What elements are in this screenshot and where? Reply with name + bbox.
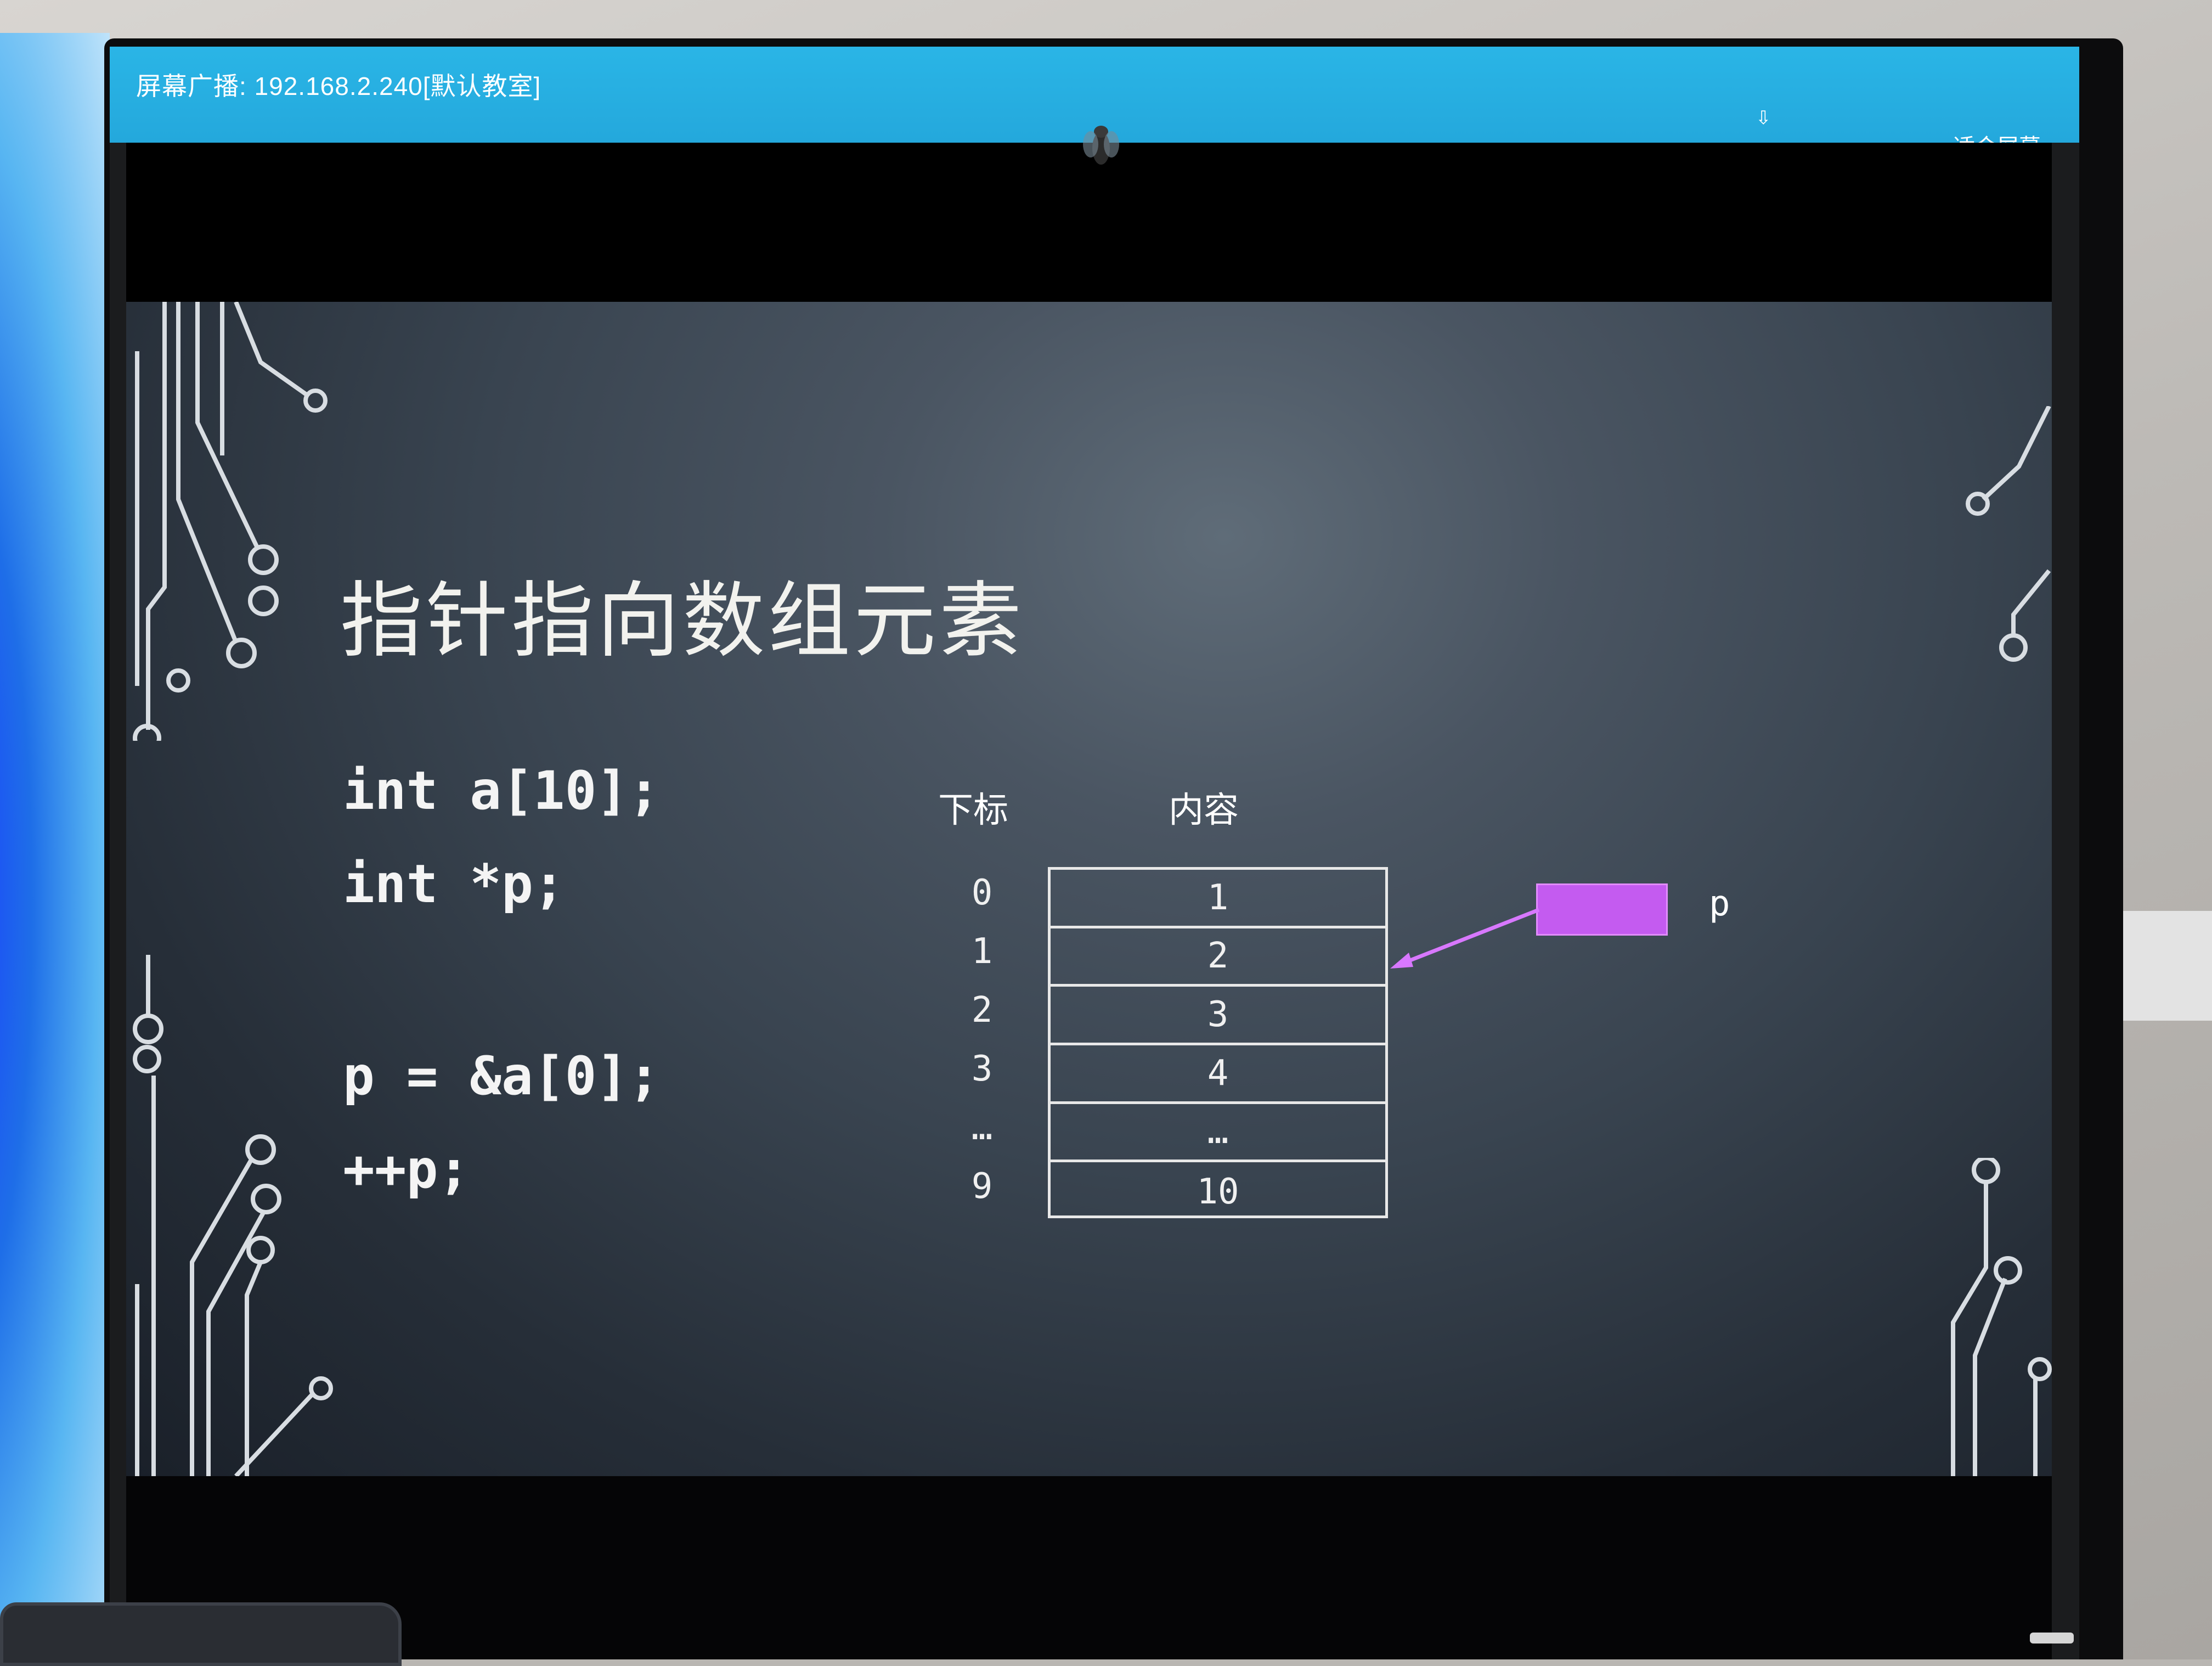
code-line-declare-array: int a[10];: [343, 760, 660, 821]
broadcast-window: 屏幕广播: 192.168.2.240[默认教室] ⇩ 适合屏幕: [110, 47, 2079, 1659]
foreground-device: [0, 1602, 402, 1666]
titlebar[interactable]: 屏幕广播: 192.168.2.240[默认教室] ⇩ 适合屏幕: [110, 47, 2079, 159]
slide-title: 指针指向数组元素: [340, 573, 1025, 669]
index-cell: 2: [971, 990, 993, 1031]
array-cell: 10: [1197, 1171, 1239, 1212]
circuit-decoration-left-top: [133, 302, 328, 741]
circuit-decoration-right-bottom: [1951, 1158, 2052, 1476]
index-column-header: 下标: [938, 790, 1008, 831]
array-cell: 3: [1051, 987, 1385, 1045]
scrollbar[interactable]: [2030, 1633, 2074, 1644]
index-cell: 9: [971, 1166, 993, 1207]
index-cell: …: [971, 1107, 993, 1148]
window-title: 屏幕广播: 192.168.2.240[默认教室]: [136, 72, 541, 100]
code-line-declare-pointer: int *p;: [343, 853, 565, 915]
pointer-arrow: [1390, 908, 1540, 969]
code-line-increment-pointer: ++p;: [343, 1139, 470, 1200]
arrow-down-icon[interactable]: ⇩: [1756, 107, 1771, 129]
pointer-label: p: [1709, 883, 1730, 924]
fly-on-screen: [1083, 126, 1119, 165]
index-cell: 3: [971, 1049, 993, 1089]
array-cell: …: [1051, 1104, 1385, 1163]
circuit-decoration-right-top: [1966, 406, 2051, 662]
index-cell: 1: [971, 931, 993, 972]
slide: 指针指向数组元素 int a[10]; int *p; p = &a[0]; +…: [126, 302, 2052, 1476]
letterbox-bottom: [126, 1476, 2052, 1659]
desktop-wallpaper: [0, 33, 110, 1619]
index-cell: 0: [971, 873, 993, 913]
content-column-header: 内容: [1169, 790, 1239, 831]
array-cell: 1: [1051, 870, 1385, 928]
array-cell: 4: [1051, 1045, 1385, 1104]
pointer-variable-box: [1536, 883, 1668, 936]
array-table: 1 2 3 4 … 10: [1048, 867, 1388, 1218]
circuit-decoration-left-bottom: [133, 955, 333, 1476]
code-line-assign-pointer: p = &a[0];: [343, 1045, 660, 1107]
array-cell: 2: [1051, 928, 1385, 987]
